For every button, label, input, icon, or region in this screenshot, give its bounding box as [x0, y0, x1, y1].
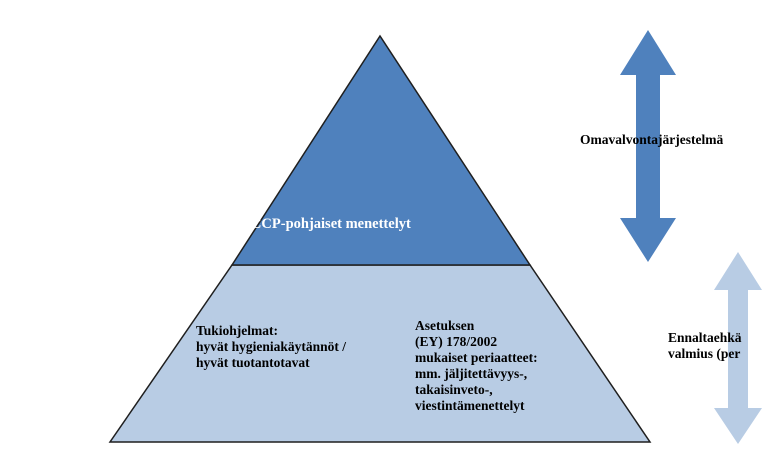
- ennaltaehkaisy-double-arrow: [714, 252, 762, 444]
- ennaltaehkaisy-label: Ennaltaehkä valmius (per: [668, 330, 742, 362]
- asetuksen-line: Asetuksen: [415, 318, 475, 333]
- tukiohjelmat-line: Tukiohjelmat:: [196, 323, 279, 338]
- ennaltaehkaisy-line: Ennaltaehkä: [668, 330, 742, 345]
- omavalvontajarjestelma-label: Omavalvontajärjestelmä: [580, 132, 724, 147]
- omavalvonta-double-arrow: [620, 30, 676, 262]
- asetuksen-line: (EY) 178/2002: [415, 334, 498, 349]
- asetuksen-line: mukaiset periaatteet:: [415, 350, 538, 365]
- asetuksen-text-block: Asetuksen (EY) 178/2002 mukaiset periaat…: [415, 318, 538, 414]
- tukiohjelmat-text-block: Tukiohjelmat: hyvät hygieniakäytännöt / …: [196, 323, 346, 371]
- pyramid-bottom-tier: [108, 264, 652, 443]
- tukiohjelmat-line: hyvät hygieniakäytännöt /: [196, 339, 347, 354]
- pyramid-top-tier: [230, 34, 532, 266]
- asetuksen-line: mm. jäljitettävyys-,: [415, 366, 528, 381]
- asetuksen-line: viestintämenettelyt: [415, 398, 525, 413]
- asetuksen-line: takaisinveto-,: [415, 382, 493, 397]
- ennaltaehkaisy-line: valmius (per: [668, 346, 741, 361]
- haccp-label: HACCP-pohjaiset menettelyt: [229, 216, 411, 232]
- tukiohjelmat-line: hyvät tuotantotavat: [196, 355, 310, 370]
